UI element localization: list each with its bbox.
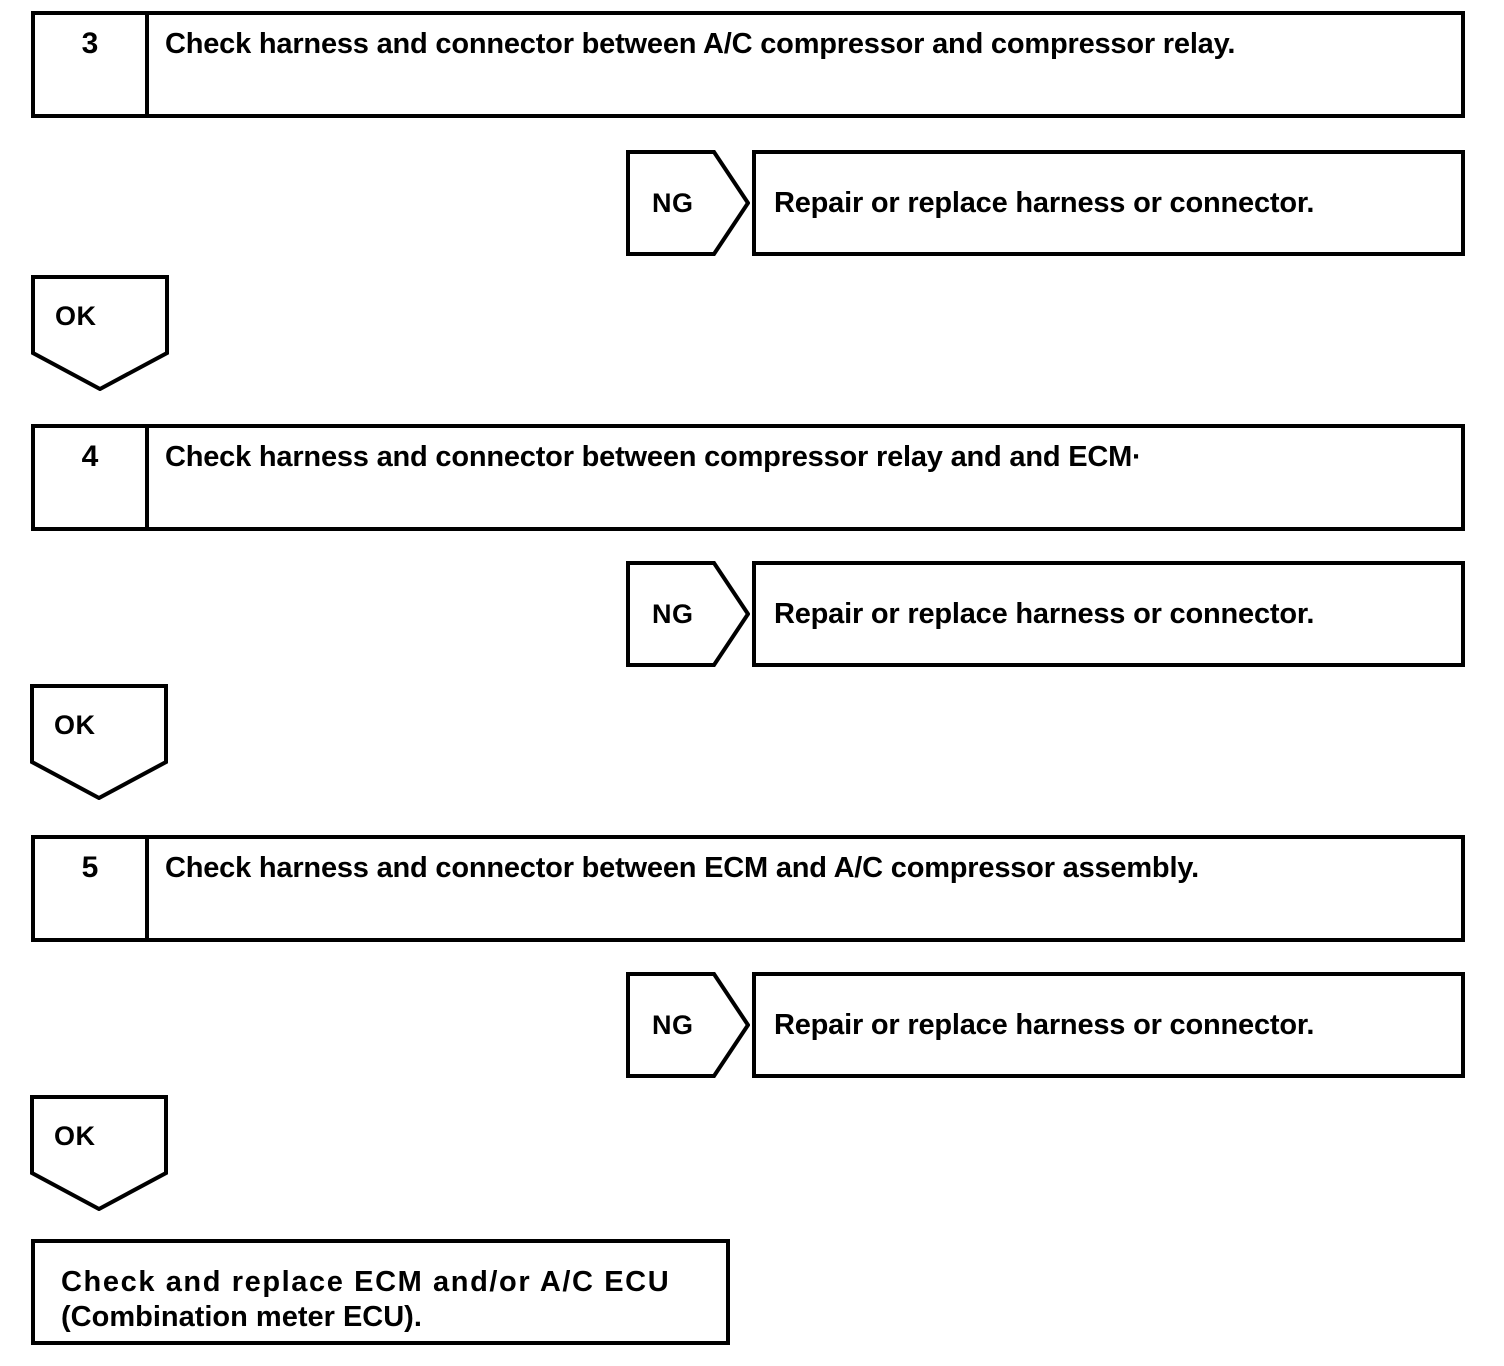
repair-box-1: Repair or replace harness or connector. — [752, 150, 1465, 256]
step-box-5: 5 Check harness and connector between EC… — [31, 835, 1465, 942]
ok-tag-shape-1 — [31, 275, 169, 391]
step-text-cell-3: Check harness and connector between A/C … — [149, 15, 1461, 114]
ng-arrow-3: NG — [626, 972, 750, 1078]
ng-arrow-1: NG — [626, 150, 750, 256]
step-text-4: Check harness and connector between comp… — [165, 441, 1142, 473]
ok-label-2: OK — [54, 710, 96, 740]
ng-arrow-shape-2 — [626, 561, 750, 667]
ok-tag-2: OK — [30, 684, 168, 800]
repair-text-1: Repair or replace harness or connector. — [774, 186, 1315, 219]
ng-label-1: NG — [652, 188, 694, 218]
step-number-4: 4 — [81, 440, 99, 473]
repair-box-2: Repair or replace harness or connector. — [752, 561, 1465, 667]
final-result-line-1: Check and replace ECM and/or A/C ECU — [61, 1266, 671, 1298]
repair-text-3: Repair or replace harness or connector. — [774, 1008, 1315, 1041]
ok-label-3: OK — [54, 1121, 96, 1151]
step-box-3: 3 Check harness and connector between A/… — [31, 11, 1465, 118]
step-text-5: Check harness and connector between ECM … — [165, 852, 1199, 884]
ok-label-1: OK — [55, 301, 97, 331]
ok-tag-1: OK — [31, 275, 169, 391]
step-number-5: 5 — [81, 851, 99, 884]
ng-arrow-shape-1 — [626, 150, 750, 256]
ok-tag-shape-2 — [30, 684, 168, 800]
step-text-cell-5: Check harness and connector between ECM … — [149, 839, 1461, 938]
step-number-cell-5: 5 — [35, 839, 149, 938]
ok-tag-3: OK — [30, 1095, 168, 1211]
repair-box-3: Repair or replace harness or connector. — [752, 972, 1465, 1078]
step-box-4: 4 Check harness and connector between co… — [31, 424, 1465, 531]
step-text-3: Check harness and connector between A/C … — [165, 28, 1236, 60]
step-number-3: 3 — [81, 27, 99, 60]
ok-tag-shape-3 — [30, 1095, 168, 1211]
ng-arrow-shape-3 — [626, 972, 750, 1078]
repair-text-2: Repair or replace harness or connector. — [774, 597, 1315, 630]
final-result-line-2: (Combination meter ECU). — [61, 1301, 422, 1334]
step-text-cell-4: Check harness and connector between comp… — [149, 428, 1461, 527]
ng-label-2: NG — [652, 599, 694, 629]
ng-label-3: NG — [652, 1010, 694, 1040]
step-number-cell-3: 3 — [35, 15, 149, 114]
step-number-cell-4: 4 — [35, 428, 149, 527]
ng-arrow-2: NG — [626, 561, 750, 667]
final-result-box: Check and replace ECM and/or A/C ECU (Co… — [31, 1239, 730, 1345]
